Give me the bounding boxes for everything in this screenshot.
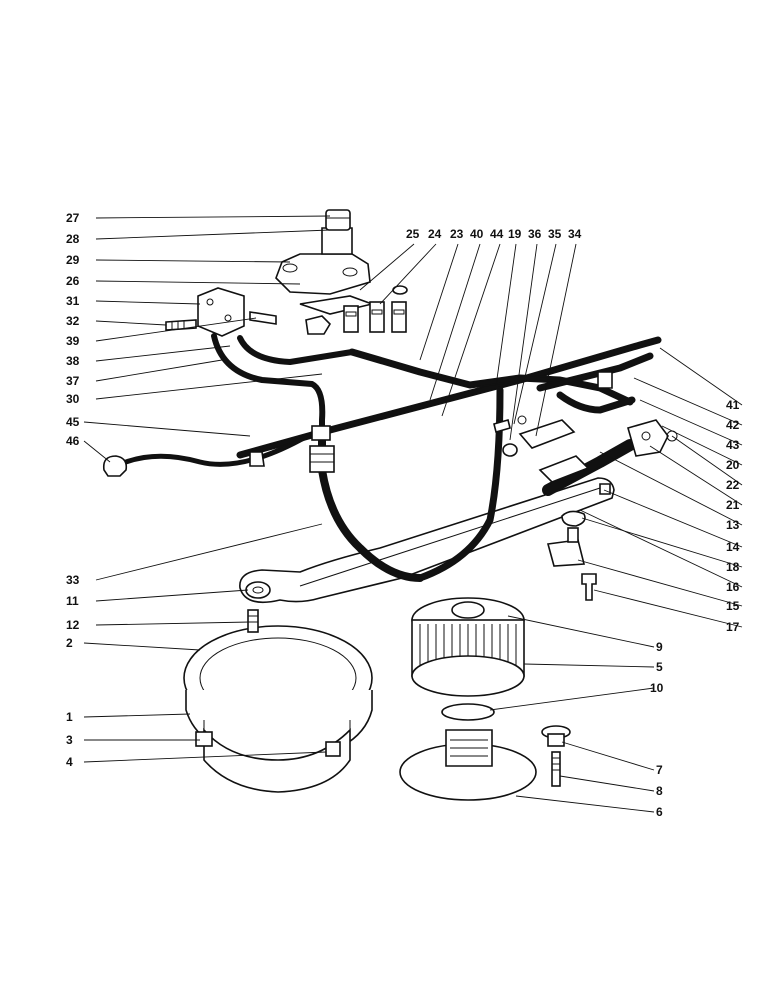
callout-20: 20: [726, 458, 740, 472]
callout-40: 40: [470, 227, 484, 241]
filter-base: [399, 725, 571, 801]
banjo-fittings: [343, 285, 408, 333]
callout-34: 34: [568, 227, 582, 241]
callout-13: 13: [726, 518, 740, 532]
callout-45: 45: [66, 415, 80, 429]
callout-18: 18: [726, 560, 740, 574]
callout-4: 4: [66, 755, 73, 769]
callout-37: 37: [66, 374, 80, 388]
callout-10: 10: [650, 681, 664, 695]
callout-30: 30: [66, 392, 80, 406]
callout-24: 24: [428, 227, 442, 241]
callout-39: 39: [66, 334, 80, 348]
callout-38: 38: [66, 354, 80, 368]
filter-bowl: [183, 609, 373, 793]
callout-44: 44: [490, 227, 504, 241]
callout-36: 36: [528, 227, 542, 241]
callout-21: 21: [726, 498, 740, 512]
callout-29: 29: [66, 253, 80, 267]
callout-12: 12: [66, 618, 80, 632]
callout-14: 14: [726, 540, 740, 554]
callout-23: 23: [450, 227, 464, 241]
hose-bracket: [627, 419, 678, 457]
callout-1: 1: [66, 710, 73, 724]
callout-26: 26: [66, 274, 80, 288]
callout-32: 32: [66, 314, 80, 328]
callout-31: 31: [66, 294, 80, 308]
callout-labels: 27 28 29 26 31 32 39 38 37 30 45 46 33 1…: [66, 211, 740, 819]
support-bar: [239, 477, 615, 604]
pipe-union: [309, 425, 335, 473]
callout-35: 35: [548, 227, 562, 241]
leader-lines: [83, 215, 743, 813]
callout-6: 6: [656, 805, 663, 819]
mounting-brackets: [538, 455, 611, 601]
callout-17: 17: [726, 620, 740, 634]
callout-2: 2: [66, 636, 73, 650]
callout-42: 42: [726, 418, 740, 432]
callout-41: 41: [726, 398, 740, 412]
callout-5: 5: [656, 660, 663, 674]
callout-7: 7: [656, 763, 663, 777]
callout-25: 25: [406, 227, 420, 241]
callout-15: 15: [726, 599, 740, 613]
callout-33: 33: [66, 573, 80, 587]
fuel-tap-assembly: [275, 209, 375, 315]
filter-element: [411, 597, 525, 721]
callout-43: 43: [726, 438, 740, 452]
callout-22: 22: [726, 478, 740, 492]
callout-11: 11: [66, 594, 79, 608]
callout-46: 46: [66, 434, 80, 448]
junction-block: [165, 287, 332, 337]
callout-9: 9: [656, 640, 663, 654]
callout-27: 27: [66, 211, 80, 225]
callout-8: 8: [656, 784, 663, 798]
hose-connector: [493, 415, 576, 457]
callout-16: 16: [726, 580, 740, 594]
callout-3: 3: [66, 733, 73, 747]
callout-28: 28: [66, 232, 80, 246]
callout-19: 19: [508, 227, 522, 241]
